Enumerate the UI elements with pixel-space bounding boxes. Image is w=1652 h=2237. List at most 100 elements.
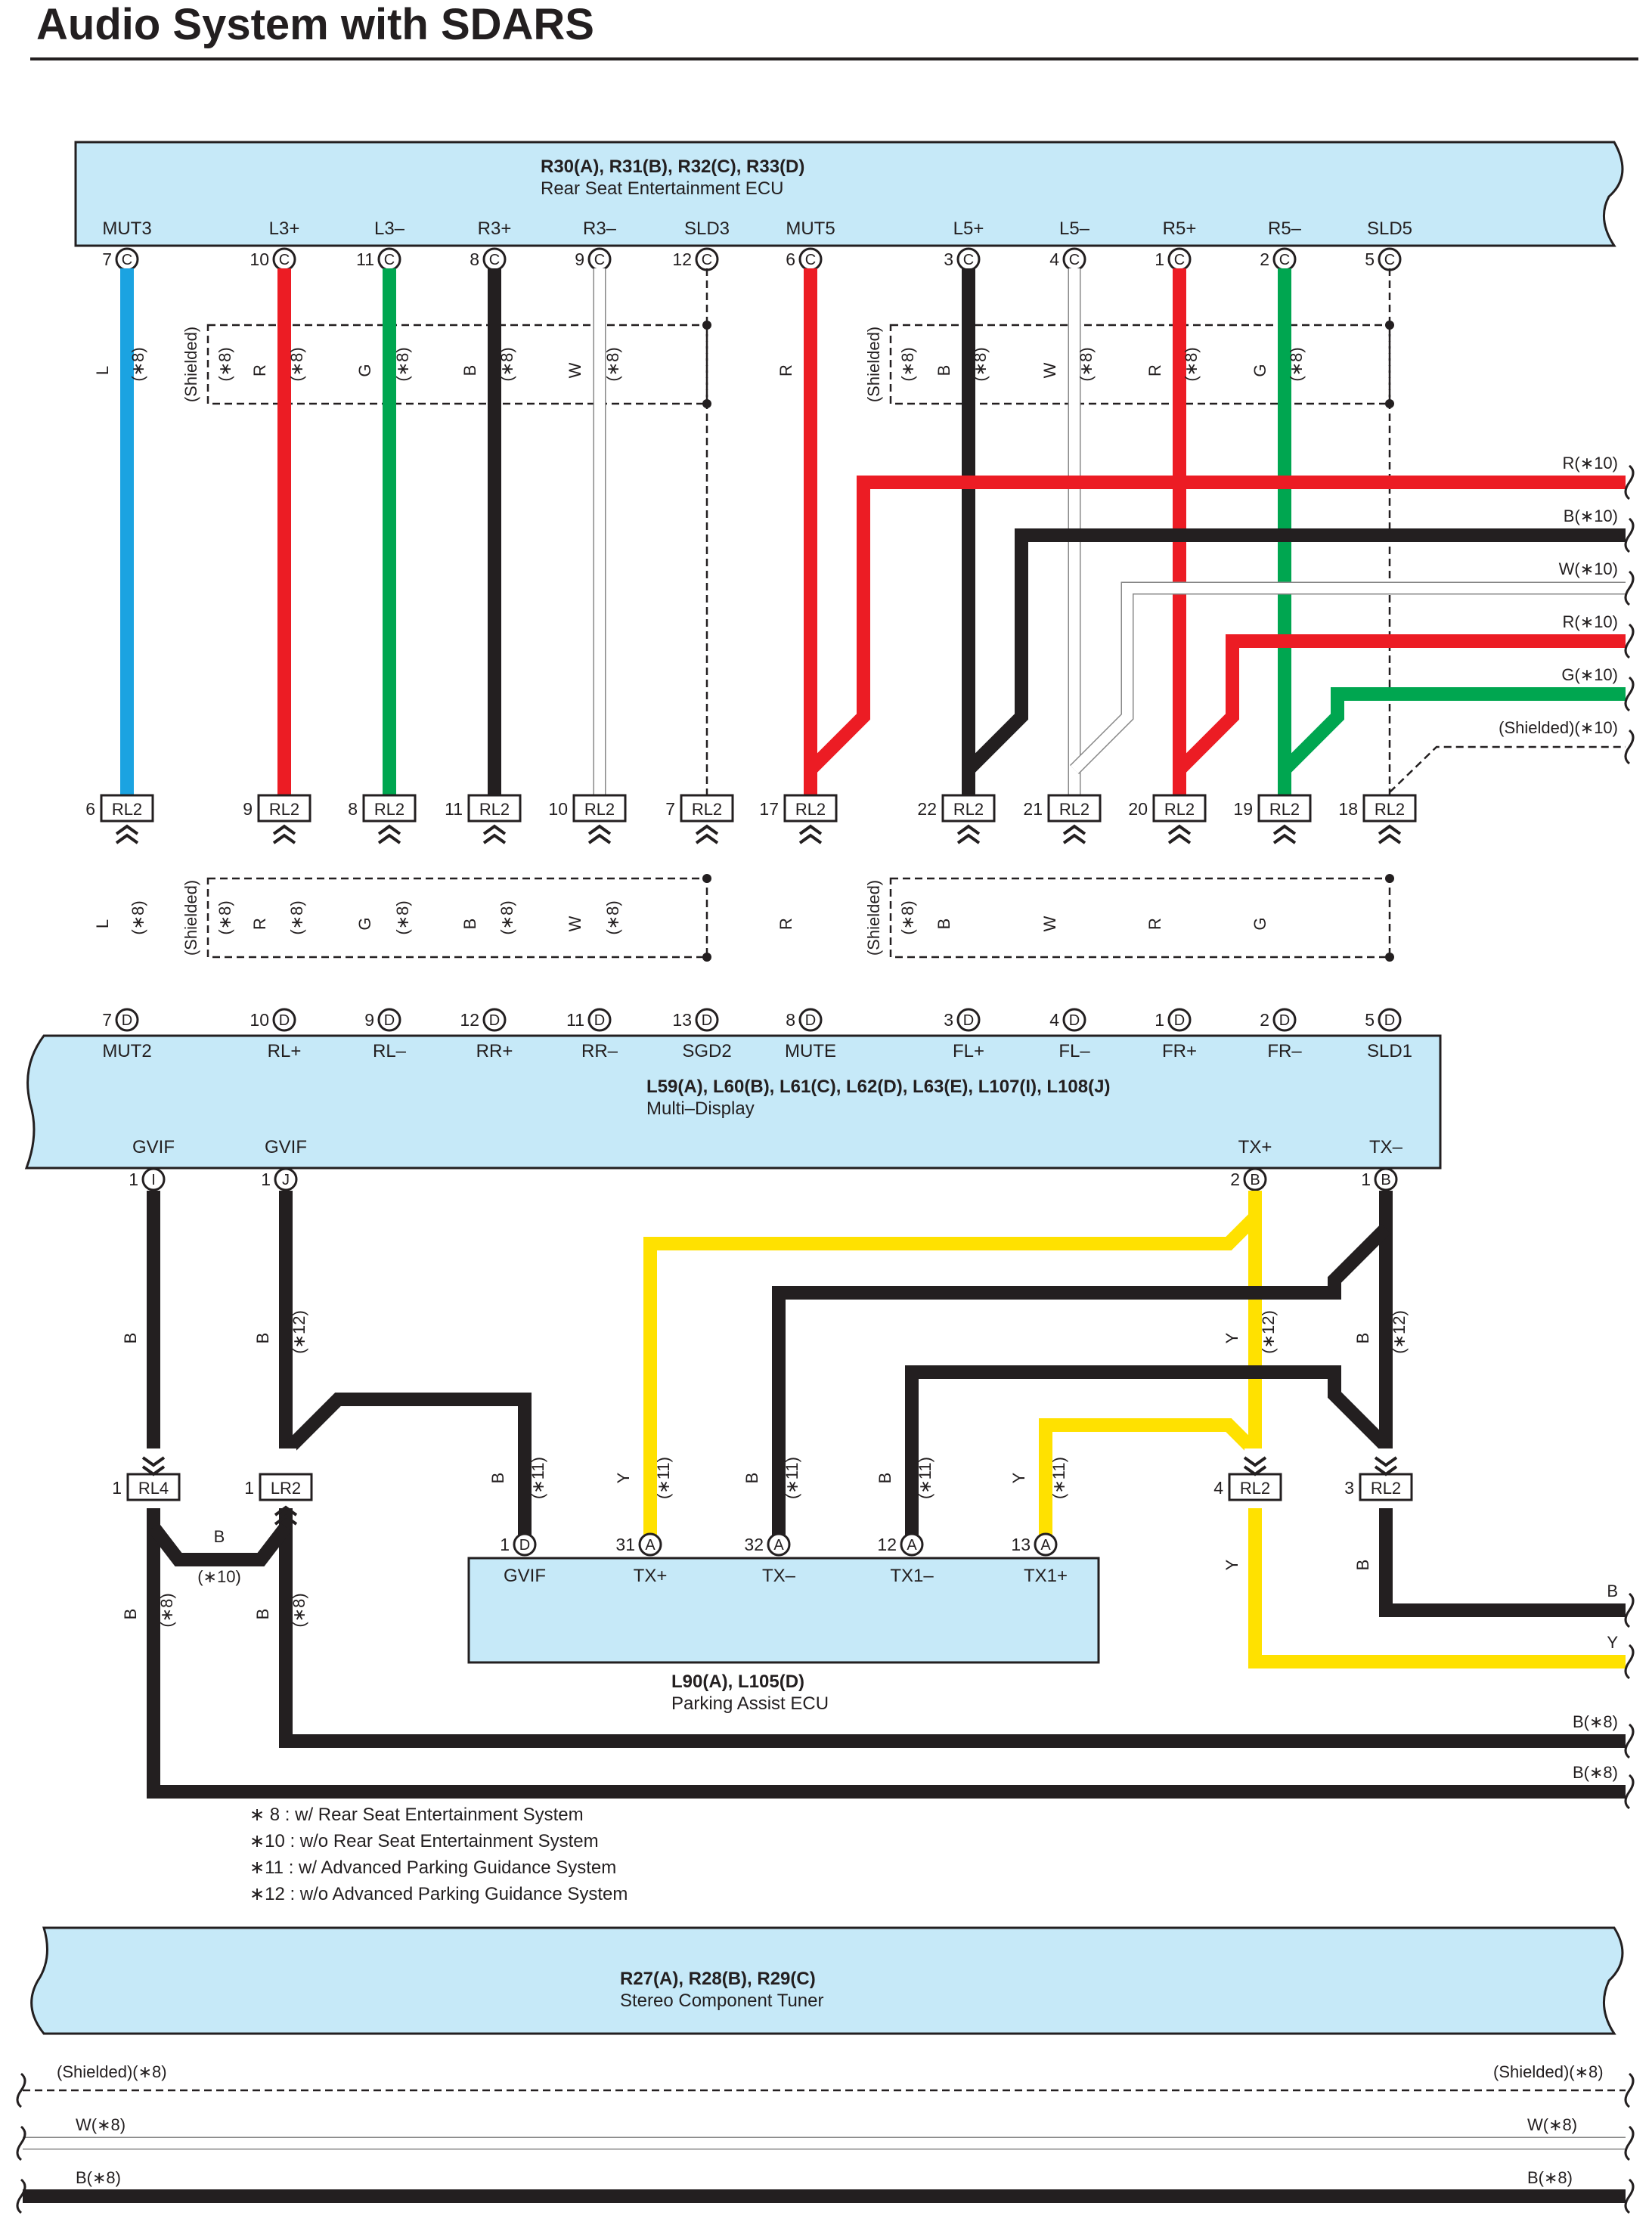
junction-number: 3 — [1344, 1478, 1354, 1498]
shield-box-upper-front — [889, 324, 1391, 405]
wire-note-8-lower: (∗8) — [497, 900, 516, 934]
junction-box — [1047, 794, 1102, 823]
right-edge-label: G(∗10) — [1561, 665, 1618, 684]
pin-circle — [1374, 1167, 1398, 1191]
pin-letter: A — [645, 1537, 656, 1554]
rse-pin-name: L3– — [374, 218, 405, 239]
branch-shield — [1389, 745, 1626, 793]
wire-color-lower: R — [1145, 918, 1164, 930]
pin-circle — [767, 1532, 791, 1557]
pin-terminal: B2 — [1230, 1167, 1267, 1191]
chevron-stroke — [1378, 833, 1402, 844]
chevron-icon — [1272, 824, 1297, 844]
junction-box — [1362, 794, 1417, 823]
chevron-stroke — [272, 833, 296, 844]
pin-circle — [956, 1008, 981, 1032]
junction-name: RL2 — [1240, 1479, 1270, 1498]
tuner-connectors: R27(A), R28(B), R29(C) — [620, 1969, 816, 1989]
pin-letter: D — [1069, 1012, 1080, 1029]
wire-note-10-bridge: (∗10) — [197, 1567, 241, 1586]
rse-ecu-pins: MUT3C7L3+C10L3–C11R3+C8R3–C9SLD3C12MUT5C… — [102, 218, 1412, 271]
pin-circle — [482, 1008, 507, 1032]
junction-name: LR2 — [271, 1479, 301, 1498]
pin-letter: C — [1069, 252, 1080, 268]
wire-note-8-upper: (∗8) — [971, 347, 990, 381]
pin-terminal: D7 — [102, 1008, 139, 1032]
pin-terminal: D2 — [1260, 1008, 1297, 1032]
pin-circle — [900, 1532, 924, 1557]
rse-pin-name: MUT5 — [786, 218, 835, 239]
junction-name: RL2 — [1371, 1479, 1401, 1498]
pin-terminal: C6 — [786, 247, 823, 271]
right-edge-labels: R(∗10)B(∗10)W(∗10)R(∗10)G(∗10)(Shielded)… — [1499, 454, 1618, 1782]
pin-letter: C — [1384, 252, 1395, 268]
shield-dot — [1385, 321, 1394, 330]
pin-number: 1 — [129, 1170, 138, 1189]
multi-display-box — [24, 1034, 1442, 1170]
shield-box-lower-rear — [206, 877, 708, 959]
chevron-stroke — [482, 824, 507, 835]
wire-color-upper: R — [1145, 364, 1164, 376]
pin-terminal: D11 — [566, 1008, 612, 1032]
tuner-name: Stereo Component Tuner — [620, 1991, 824, 2011]
pin-number: 3 — [944, 1010, 953, 1030]
parking-pin-name: TX– — [762, 1566, 796, 1586]
md-pin-name: RL– — [373, 1041, 407, 1061]
pin-circle — [587, 1008, 612, 1032]
shield-dot — [1385, 953, 1394, 962]
junction-box — [126, 1473, 181, 1501]
chevron-stroke — [1272, 824, 1297, 835]
pin-terminal: C12 — [672, 247, 719, 271]
wire-color-lower: G — [355, 917, 374, 930]
chevron-icon — [272, 824, 296, 844]
wire-note-11-parking: (∗11) — [1049, 1457, 1068, 1499]
chevron-stroke — [1243, 1456, 1267, 1467]
rse-pin-name: R5+ — [1163, 218, 1197, 239]
multi-display-connectors: L59(A), L60(B), L61(C), L62(D), L63(E), … — [646, 1077, 1110, 1097]
wire-color-lower: W — [566, 916, 584, 931]
chevron-stroke — [115, 833, 139, 844]
junction-name: RL2 — [374, 800, 404, 819]
shield-note-8-upper: (∗8) — [215, 347, 234, 381]
wire-txminus-to-parking — [772, 1223, 1391, 1542]
rse-pin-name: L5– — [1059, 218, 1090, 239]
pin-letter: D — [594, 1012, 605, 1029]
pin-number: 7 — [102, 249, 112, 269]
chevron-stroke — [141, 1465, 166, 1476]
wire-rl2-4-yellow — [1248, 1508, 1626, 1668]
pin-circle — [695, 1008, 719, 1032]
right-edge-label: Y — [1607, 1633, 1618, 1652]
junction-name: RL2 — [269, 800, 299, 819]
wire-color-upper: B — [460, 365, 479, 376]
chevron-stroke — [1374, 1456, 1398, 1467]
pin-terminal: D5 — [1365, 1008, 1402, 1032]
shield-note-8-lower: (∗8) — [215, 900, 234, 934]
wire-color-lower: R — [250, 918, 269, 930]
pin-letter: A — [773, 1537, 784, 1554]
pin-number: 5 — [1365, 249, 1375, 269]
tuner-box — [30, 1926, 1624, 2035]
pin-letter: D — [963, 1012, 974, 1029]
wire-color-lower: R — [776, 918, 795, 930]
pin-number: 5 — [1365, 1010, 1375, 1030]
pin-letter: C — [963, 252, 974, 268]
pin-terminal: C11 — [356, 247, 401, 271]
pin-circle — [272, 1008, 296, 1032]
junction-number: 22 — [917, 799, 937, 819]
junction-name: RL2 — [1059, 800, 1089, 819]
pin-circle — [1243, 1167, 1267, 1191]
shielded-label-lower: (Shielded) — [864, 880, 883, 956]
pin-number: 2 — [1260, 1010, 1269, 1030]
pin-terminal: A31 — [615, 1532, 662, 1557]
wire-note-8-upper: (∗8) — [1077, 347, 1096, 381]
wire-color-parking: B — [488, 1473, 507, 1484]
chevron-stroke — [377, 833, 401, 844]
pin-circle — [1272, 1008, 1297, 1032]
